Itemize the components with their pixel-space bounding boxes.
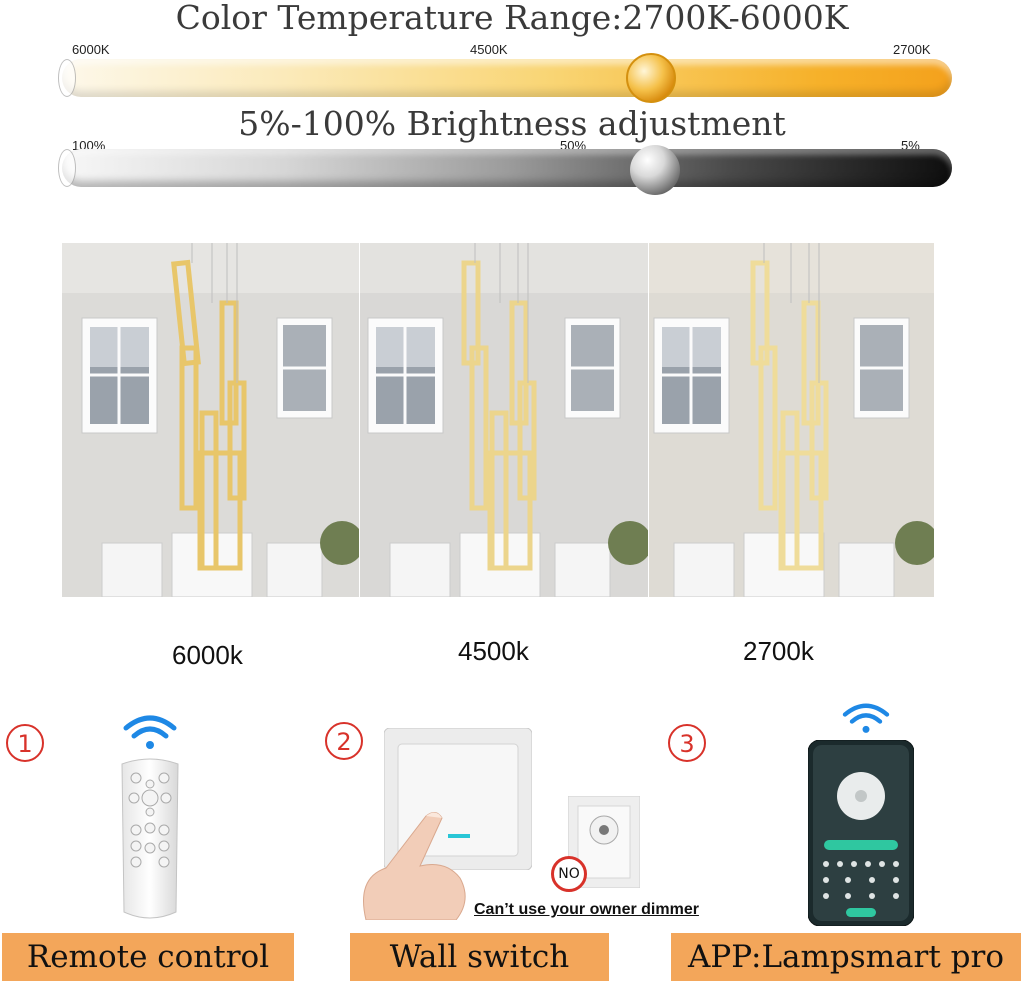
- temperature-tick-6000k: 6000K: [72, 42, 110, 57]
- wifi-icon-app: [842, 703, 890, 733]
- wifi-icon-remote: [123, 715, 177, 749]
- dimmer-note: Can’t use your owner dimmer: [474, 901, 699, 918]
- caption-6000k: 6000k: [172, 640, 243, 670]
- photo-2700k: [649, 243, 934, 597]
- hand-pressing-icon: [363, 812, 466, 920]
- temperature-title: Color Temperature Range:2700K-6000K: [175, 0, 849, 37]
- caption-4500k: 4500k: [458, 636, 529, 666]
- label-wall-switch: Wall switch: [350, 933, 609, 981]
- caption-2700k: 2700k: [743, 636, 814, 666]
- brightness-slider-knob[interactable]: [630, 145, 680, 195]
- temperature-slider-track[interactable]: [58, 59, 952, 97]
- temperature-track-end: [58, 59, 76, 97]
- no-badge-text: NO: [558, 866, 580, 882]
- control-number-1: 1: [6, 724, 44, 762]
- control-number-3: 3: [668, 724, 706, 762]
- temperature-tick-2700k: 2700K: [893, 42, 931, 57]
- label-app: APP:Lampsmart pro: [671, 933, 1021, 981]
- remote-control-icon: [121, 758, 179, 919]
- brightness-track-end: [58, 149, 76, 187]
- photo-6000k: [62, 243, 359, 597]
- photo-4500k: [360, 243, 648, 597]
- smartphone-app-icon: [808, 740, 914, 926]
- no-badge: NO: [551, 856, 587, 892]
- brightness-slider-track[interactable]: [58, 149, 952, 187]
- brightness-title: 5%-100% Brightness adjustment: [238, 104, 786, 143]
- temperature-slider-knob[interactable]: [626, 53, 676, 103]
- label-remote-control: Remote control: [2, 933, 294, 981]
- temperature-tick-4500k: 4500K: [470, 42, 508, 57]
- control-number-2: 2: [325, 722, 363, 760]
